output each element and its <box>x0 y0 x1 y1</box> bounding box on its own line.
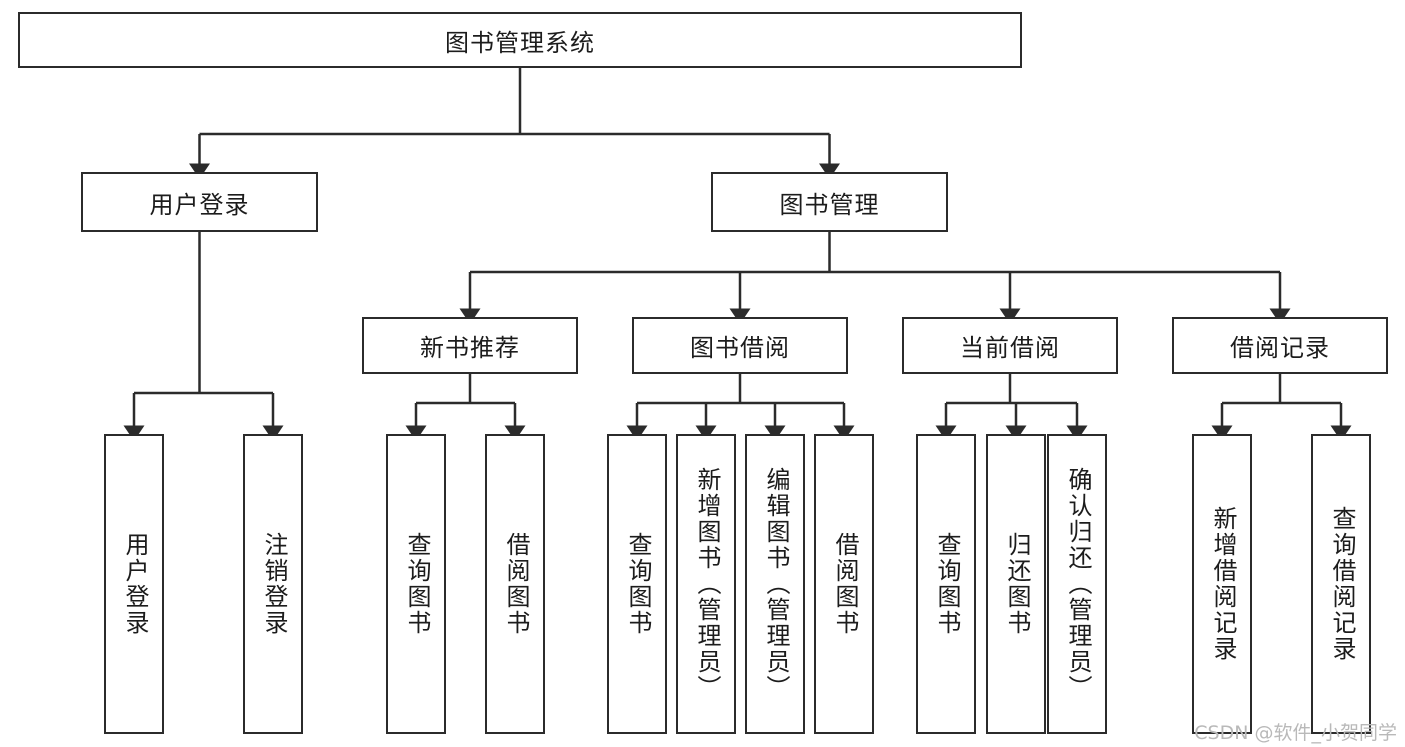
leaf-node[interactable]: 用户登录 <box>104 434 164 734</box>
leaf-node-label: 归还图书 <box>1002 532 1031 636</box>
node-current-borrowing[interactable]: 当前借阅 <box>902 317 1118 374</box>
leaf-node[interactable]: 新增借阅记录 <box>1192 434 1252 734</box>
node-label: 图书管理 <box>779 190 880 219</box>
leaf-node[interactable]: 查询图书 <box>386 434 446 734</box>
leaf-node[interactable]: 查询借阅记录 <box>1311 434 1371 734</box>
leaf-node[interactable]: 借阅图书 <box>485 434 545 734</box>
leaf-node-label: 查询图书 <box>932 532 961 636</box>
node-label: 图书借阅 <box>690 334 790 362</box>
leaf-node[interactable]: 查询图书 <box>607 434 667 734</box>
leaf-node-label: 用户登录 <box>120 532 149 636</box>
leaf-node-label: 借阅图书 <box>830 532 859 636</box>
leaf-node-label: 确认归还（管理员） <box>1063 467 1092 701</box>
leaf-node[interactable]: 编辑图书（管理员） <box>745 434 805 734</box>
leaf-node[interactable]: 借阅图书 <box>814 434 874 734</box>
node-new-book-recommendation[interactable]: 新书推荐 <box>362 317 578 374</box>
node-label: 图书管理系统 <box>445 28 595 57</box>
node-user-login[interactable]: 用户登录 <box>81 172 318 232</box>
leaf-node[interactable]: 注销登录 <box>243 434 303 734</box>
node-borrowing-record[interactable]: 借阅记录 <box>1172 317 1388 374</box>
node-label: 借阅记录 <box>1230 334 1330 362</box>
leaf-node-label: 新增借阅记录 <box>1208 506 1237 662</box>
leaf-node[interactable]: 查询图书 <box>916 434 976 734</box>
node-label: 当前借阅 <box>960 334 1060 362</box>
node-book-borrowing[interactable]: 图书借阅 <box>632 317 848 374</box>
leaf-node-label: 注销登录 <box>259 532 288 636</box>
node-label: 用户登录 <box>149 190 250 219</box>
leaf-node-label: 查询图书 <box>623 532 652 636</box>
leaf-node[interactable]: 确认归还（管理员） <box>1047 434 1107 734</box>
leaf-node-label: 查询借阅记录 <box>1327 506 1356 662</box>
leaf-node-label: 查询图书 <box>402 532 431 636</box>
leaf-node-label: 新增图书（管理员） <box>692 467 721 701</box>
node-root-book-management-system[interactable]: 图书管理系统 <box>18 12 1022 68</box>
leaf-node[interactable]: 新增图书（管理员） <box>676 434 736 734</box>
node-label: 新书推荐 <box>420 334 520 362</box>
leaf-node[interactable]: 归还图书 <box>986 434 1046 734</box>
node-book-management[interactable]: 图书管理 <box>711 172 948 232</box>
watermark: CSDN @软件_小贺同学 <box>1194 722 1397 744</box>
leaf-node-label: 编辑图书（管理员） <box>761 467 790 701</box>
leaf-node-label: 借阅图书 <box>501 532 530 636</box>
